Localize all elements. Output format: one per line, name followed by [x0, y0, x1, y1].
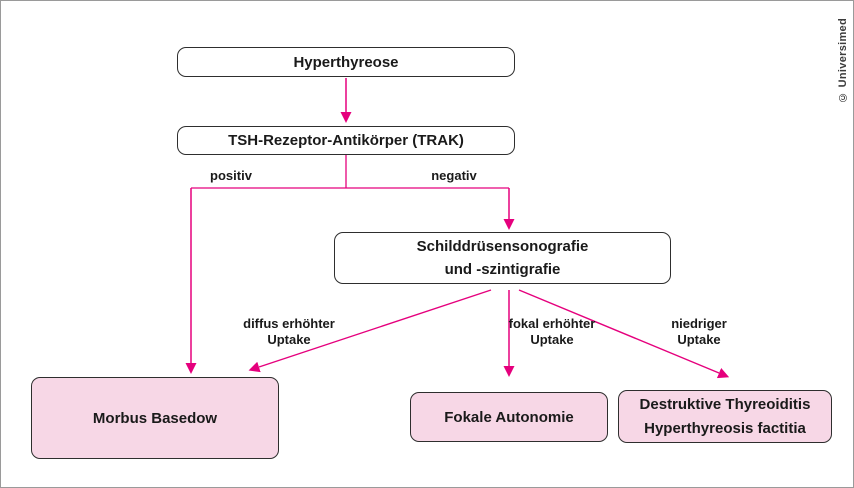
edge-label-negativ: negativ: [431, 168, 477, 183]
node-hyperthyreose: Hyperthyreose: [177, 47, 515, 77]
edge-label-niedriger-uptake: niedriger Uptake: [671, 316, 727, 347]
edge-label-positiv: positiv: [210, 168, 252, 183]
edge-label-diffus-erhoehter-uptake: diffus erhöhter Uptake: [243, 316, 335, 347]
edge-label-fokal-erhoehter-uptake: fokal erhöhter Uptake: [508, 316, 596, 347]
copyright-credit: © Universimed: [837, 18, 849, 103]
node-sonografie-szintigrafie: Schilddrüsensonografie und -szintigrafie: [334, 232, 671, 284]
node-fokale-autonomie: Fokale Autonomie: [410, 392, 608, 442]
node-morbus-basedow: Morbus Basedow: [31, 377, 279, 459]
node-trak: TSH-Rezeptor-Antikörper (TRAK): [177, 126, 515, 155]
node-destruktive-thyreoiditis: Destruktive Thyreoiditis Hyperthyreosis …: [618, 390, 832, 443]
